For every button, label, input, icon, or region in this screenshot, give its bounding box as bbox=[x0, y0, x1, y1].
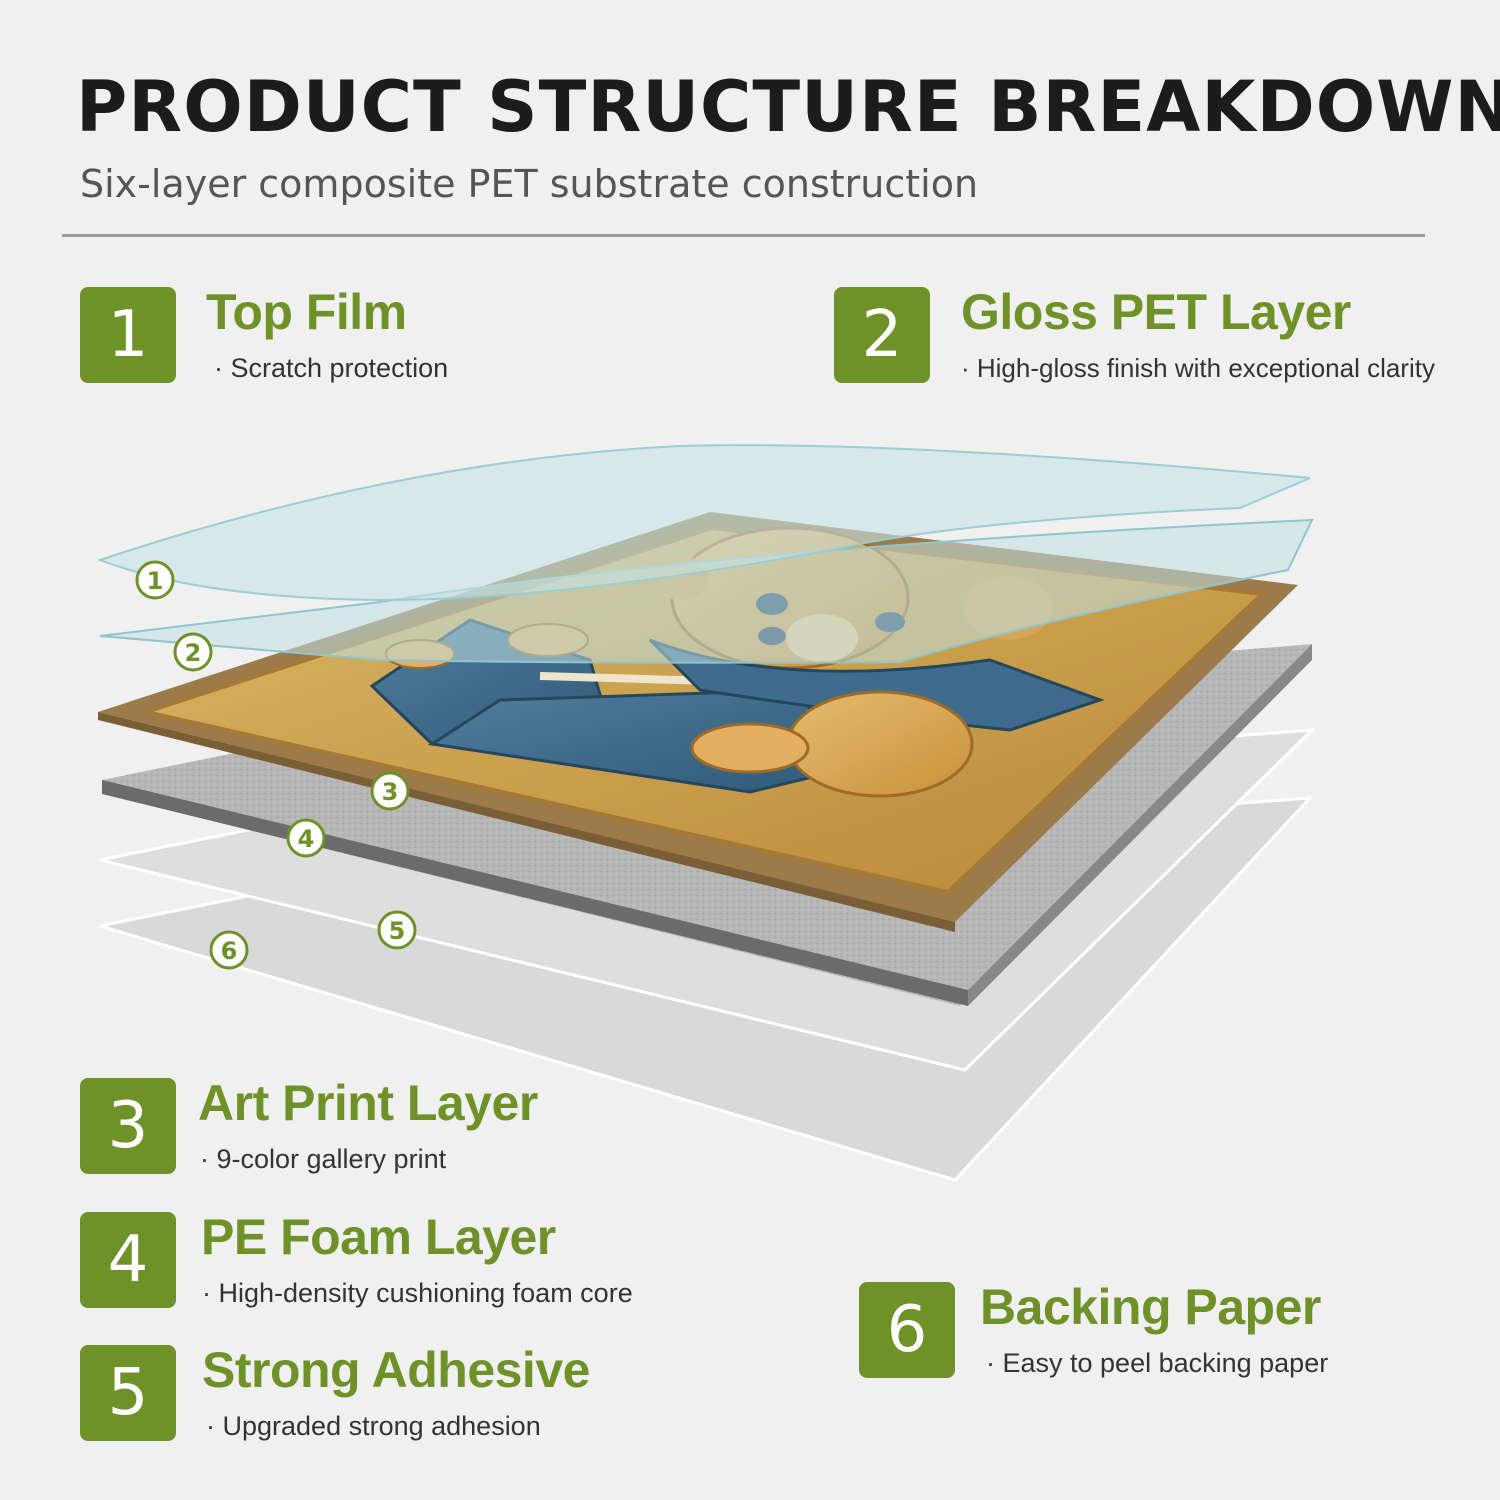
layer-number-badge: 2 bbox=[834, 287, 930, 383]
diagram-callout-3: 3 bbox=[370, 771, 410, 811]
layer-description: · Easy to peel backing paper bbox=[986, 1348, 1329, 1378]
page-title: PRODUCT STRUCTURE BREAKDOWN bbox=[76, 66, 1500, 148]
layer-description: · Scratch protection bbox=[214, 353, 449, 383]
layer-title: Gloss PET Layer bbox=[961, 284, 1351, 340]
header-divider bbox=[62, 234, 1425, 237]
layer-title: PE Foam Layer bbox=[201, 1209, 556, 1265]
layer-number-badge: 6 bbox=[859, 1282, 955, 1378]
diagram-callout-5: 5 bbox=[377, 910, 417, 950]
layer-title: Top Film bbox=[206, 284, 407, 340]
diagram-callout-2: 2 bbox=[173, 632, 213, 672]
callout-label: 4 bbox=[298, 825, 315, 853]
diagram-callout-4: 4 bbox=[286, 818, 326, 858]
layer-title: Strong Adhesive bbox=[202, 1342, 590, 1398]
callout-label: 1 bbox=[147, 567, 164, 595]
callout-label: 3 bbox=[382, 778, 399, 806]
layer-number-badge: 5 bbox=[80, 1345, 176, 1441]
layer-title: Backing Paper bbox=[980, 1279, 1321, 1335]
diagram-callout-6: 6 bbox=[209, 930, 249, 970]
layer-description: · Upgraded strong adhesion bbox=[206, 1411, 541, 1441]
callout-label: 2 bbox=[185, 639, 202, 667]
diagram-callout-1: 1 bbox=[135, 560, 175, 600]
page-subtitle: Six-layer composite PET substrate constr… bbox=[80, 162, 979, 206]
layer-number-badge: 3 bbox=[80, 1078, 176, 1174]
layer-description: · High-gloss finish with exceptional cla… bbox=[961, 353, 1435, 383]
layer-number-badge: 4 bbox=[80, 1212, 176, 1308]
callout-label: 6 bbox=[221, 937, 238, 965]
layer-title: Art Print Layer bbox=[198, 1075, 538, 1131]
callout-label: 5 bbox=[389, 917, 406, 945]
layer-description: · 9-color gallery print bbox=[200, 1144, 447, 1174]
layer-description: · High-density cushioning foam core bbox=[202, 1278, 633, 1308]
top-film bbox=[97, 444, 1311, 602]
layer-number-badge: 1 bbox=[80, 287, 176, 383]
